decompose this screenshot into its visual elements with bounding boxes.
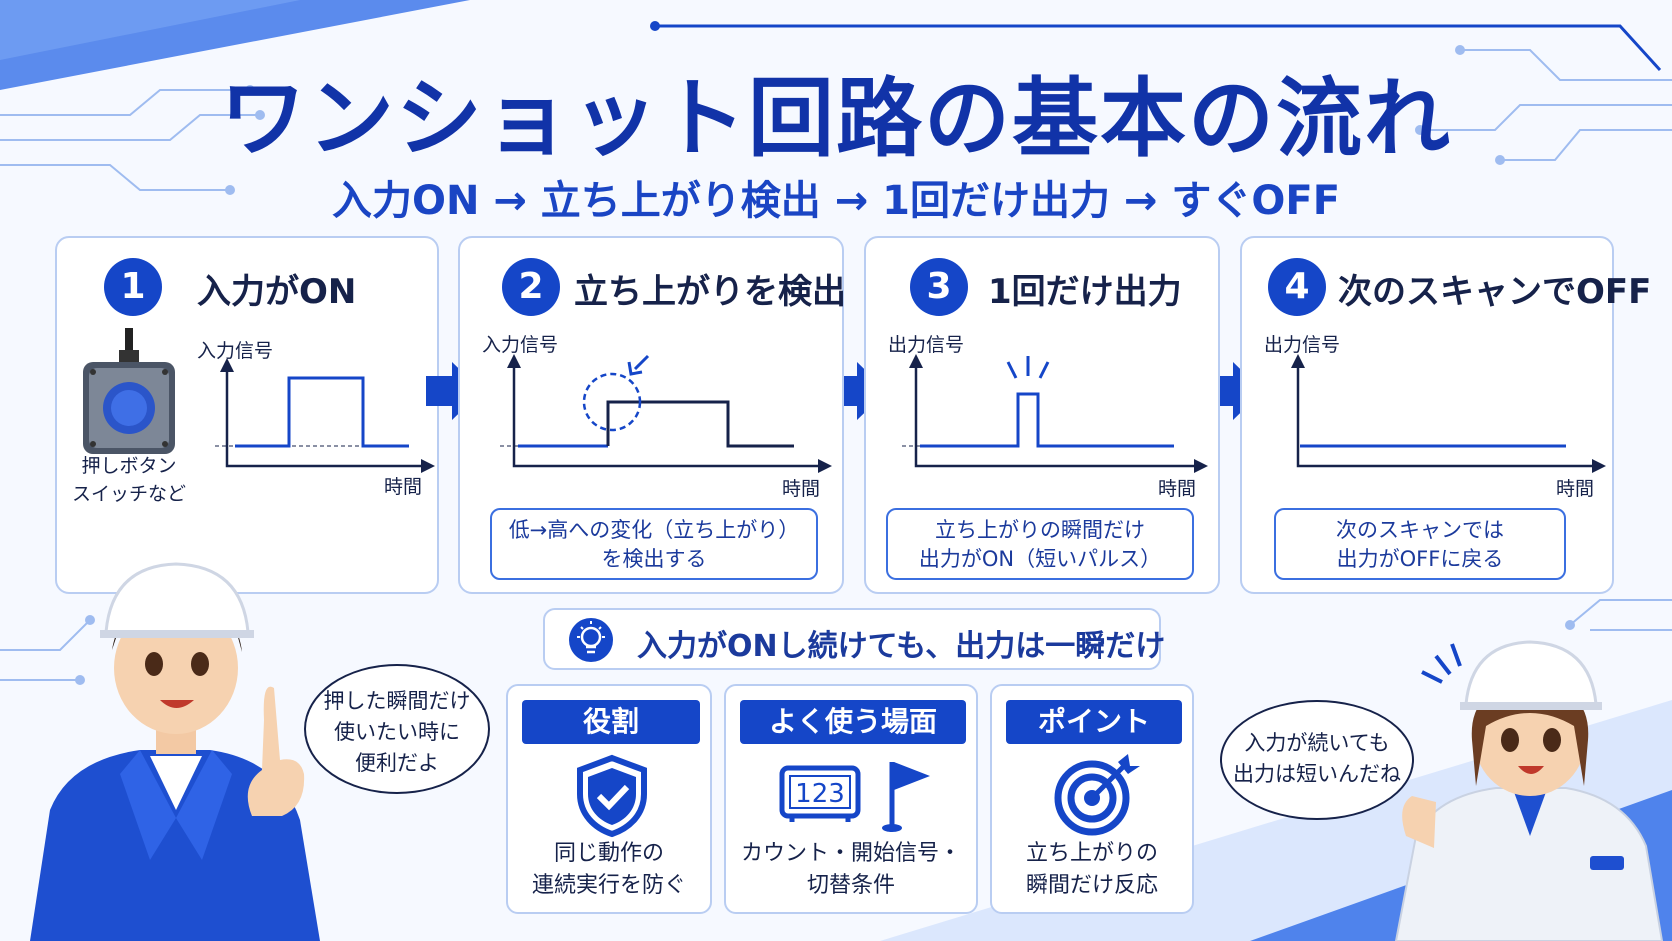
push-button-icon — [83, 328, 175, 454]
output-signal-chart — [902, 354, 1208, 473]
info-card-text-line-1: 立ち上がりの — [1025, 841, 1158, 866]
rising-edge-highlight — [582, 372, 642, 432]
step-note-line-2: 出力がOFFに戻る — [1336, 547, 1504, 571]
step-number-badge: 3 — [910, 258, 968, 316]
info-card-usage: よく使う場面 123 カウント・開始信号・ 切替条件 — [724, 684, 978, 914]
step-number-badge: 1 — [104, 258, 162, 316]
device-label: 押しボタン スイッチなど — [69, 452, 189, 508]
female-worker-illustration — [1394, 640, 1664, 941]
step-card-4: 4 次のスキャンでOFF 出力信号 時間 次のスキャンでは 出力がOFFに戻る — [1240, 236, 1651, 594]
bubble-line-1: 入力が続いても — [1244, 731, 1390, 755]
speech-bubble-right: 入力が続いても 出力は短いんだね — [1220, 700, 1414, 820]
x-axis-label: 時間 — [1556, 478, 1595, 500]
info-card-heading: 役割 — [522, 700, 700, 744]
pulse-burst-icon — [1006, 356, 1050, 379]
bubble-line-1: 押した瞬間だけ — [323, 689, 471, 713]
step-note-line-1: 立ち上がりの瞬間だけ — [935, 518, 1145, 542]
step-title: 立ち上がりを検出 — [574, 272, 846, 312]
speech-bubble-left: 押した瞬間だけ 使いたい時に 便利だよ — [304, 664, 490, 794]
step-title: 入力がON — [197, 272, 357, 312]
signal-waveform — [920, 392, 1174, 448]
signal-waveform-high — [606, 400, 794, 448]
flow-arrow-icon — [426, 362, 482, 420]
info-card-text-line-2: 連続実行を防ぐ — [531, 873, 686, 898]
bubble-line-3: 便利だよ — [355, 751, 439, 775]
tip-text: 入力がONし続けても、出力は一瞬だけ — [637, 629, 1166, 664]
counter-icon: 123 — [779, 765, 861, 822]
y-axis-label: 入力信号 — [482, 334, 559, 356]
shield-check-icon — [577, 754, 647, 838]
counter-digits: 123 — [795, 779, 845, 809]
lightbulb-icon — [569, 618, 613, 662]
info-card-text-line-2: 切替条件 — [806, 873, 895, 898]
input-signal-chart — [215, 358, 435, 473]
info-card-heading: ポイント — [1006, 700, 1182, 744]
step-number-badge: 4 — [1268, 258, 1326, 316]
info-card-text-line-1: カウント・開始信号・ — [740, 841, 961, 866]
y-axis-label: 出力信号 — [888, 334, 965, 356]
step-note-line-2: を検出する — [601, 547, 707, 571]
tip-banner: 入力がONし続けても、出力は一瞬だけ — [543, 608, 1165, 670]
male-worker-illustration — [30, 562, 320, 941]
step-card-2: 2 立ち上がりを検出 入力信号 時間 低→高への変化（立ち上がり） を検出する — [458, 236, 846, 594]
step-number-badge: 2 — [502, 258, 560, 316]
x-axis-label: 時間 — [384, 476, 423, 498]
flow-arrow-icon — [1207, 362, 1263, 420]
info-card-text: 立ち上がりの 瞬間だけ反応 — [992, 838, 1192, 902]
step-note-line-2: 出力がON（短いパルス） — [918, 547, 1162, 571]
page-subtitle: 入力ON → 立ち上がり検出 → 1回だけ出力 → すぐOFF — [331, 178, 1341, 224]
device-label-line-1: 押しボタン — [81, 455, 177, 477]
bubble-line-2: 使いたい時に — [334, 720, 460, 744]
y-axis-label: 入力信号 — [197, 340, 274, 362]
flow-arrow-icon — [831, 362, 887, 420]
info-card-text-line-2: 瞬間だけ反応 — [1025, 873, 1158, 898]
step-note-line-1: 低→高への変化（立ち上がり） — [508, 518, 800, 542]
info-card-text: カウント・開始信号・ 切替条件 — [726, 838, 976, 902]
step-card-1: 1 入力がON 押しボタン スイッチなど 入力信号 時間 — [55, 236, 439, 594]
signal-waveform — [235, 376, 409, 448]
x-axis-label: 時間 — [1158, 478, 1197, 500]
y-axis-label: 出力信号 — [1264, 334, 1341, 356]
target-icon — [1054, 754, 1140, 836]
device-label-line-2: スイッチなど — [71, 483, 186, 505]
info-card-heading: よく使う場面 — [740, 700, 966, 744]
step-title: 1回だけ出力 — [988, 272, 1182, 312]
info-card-text: 同じ動作の 連続実行を防ぐ — [508, 838, 710, 902]
step-note: 立ち上がりの瞬間だけ 出力がON（短いパルス） — [886, 508, 1194, 580]
bubble-line-2: 出力は短いんだね — [1233, 762, 1401, 786]
step-note: 低→高への変化（立ち上がり） を検出する — [490, 508, 818, 580]
output-signal-chart — [1291, 354, 1606, 473]
page-title: ワンショット回路の基本の流れ — [220, 69, 1452, 169]
info-card-text-line-1: 同じ動作の — [553, 841, 664, 866]
info-card-role: 役割 同じ動作の 連続実行を防ぐ — [506, 684, 712, 914]
step-title: 次のスキャンでOFF — [1338, 272, 1652, 312]
info-card-point: ポイント 立ち上がりの 瞬間だけ反応 — [990, 684, 1194, 914]
input-signal-chart — [500, 354, 832, 473]
step-note-line-1: 次のスキャンでは — [1336, 518, 1504, 542]
step-card-3: 3 1回だけ出力 出力信号 時間 立ち上がりの瞬間だけ 出力がON（短いパルス） — [864, 236, 1220, 594]
step-note: 次のスキャンでは 出力がOFFに戻る — [1274, 508, 1566, 580]
flag-icon — [882, 762, 930, 832]
x-axis-label: 時間 — [782, 478, 821, 500]
